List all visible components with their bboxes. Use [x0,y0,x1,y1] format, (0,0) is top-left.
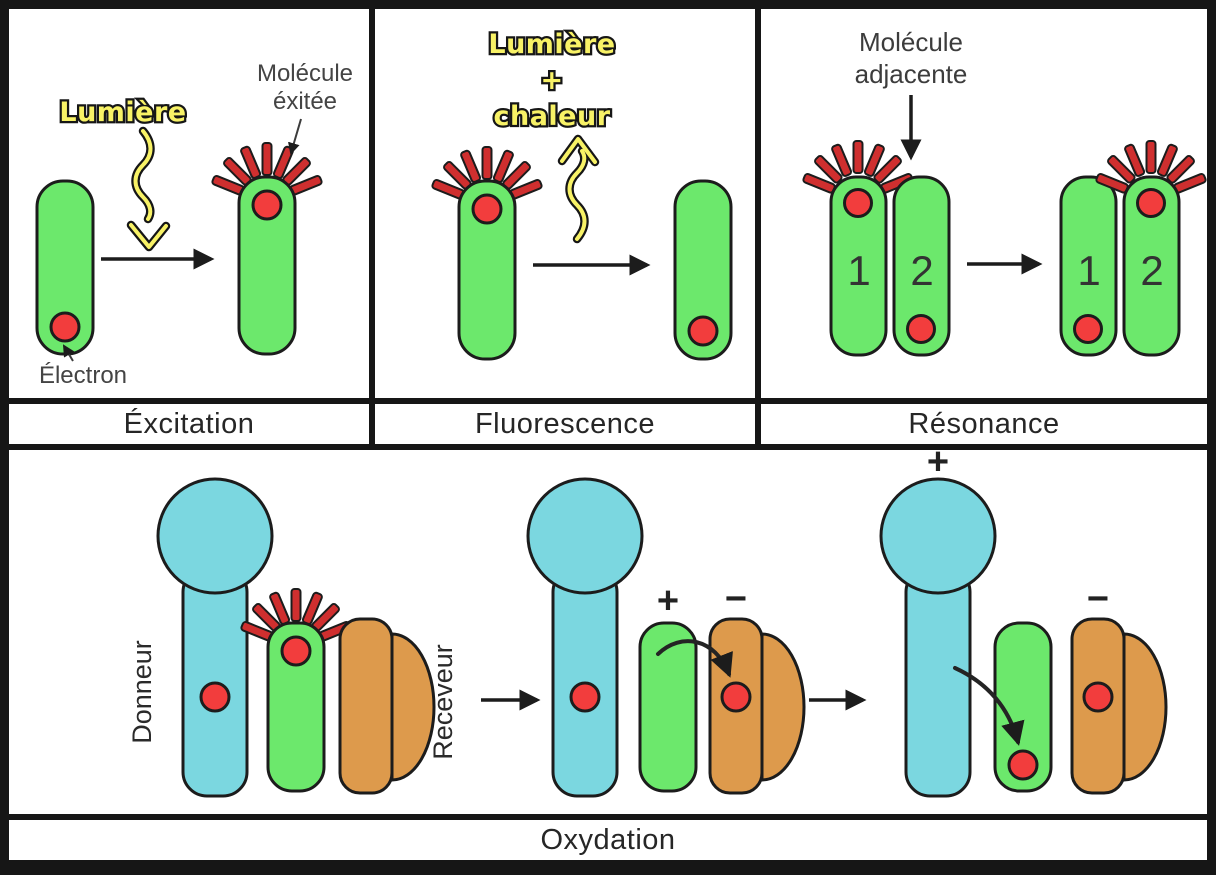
adjacent-label-line2: adjacente [855,59,968,89]
electron-transfer-arrow [656,639,733,678]
acceptor-label: Receveur [428,644,458,760]
electron-1-excited [843,188,873,218]
electron-excited [251,189,283,221]
donor-head [879,477,997,595]
molecule-ground [673,179,733,361]
mediator-molecule [638,621,698,793]
excitation-drawing: Électron Lumière Molécule éxitée [35,60,353,389]
donor-electron [569,681,601,713]
panel-resonance: Molécule adjacente 1 2 1 [755,9,1207,444]
caption-resonance: Résonance [761,398,1207,444]
molecule-2-ground [892,175,951,357]
electron-2-excited [1136,188,1166,218]
acceptor-electron [720,681,752,713]
fluorescence-drawing: Lumière + chaleur [430,27,733,361]
panel-fluorescence: Lumière + chaleur Fluorescence [369,9,755,444]
molecule-1-ground [1059,175,1118,357]
light-label: Lumière [59,97,186,128]
oxydation-stage-3: + − [879,450,1168,798]
caption-excitation: Éxcitation [9,398,369,444]
donor-label: Donneur [127,640,157,744]
molecule-2-number: 2 [1140,247,1163,294]
oxydation-stage-1: Donneur Receveur [127,477,458,798]
electron-ground [687,315,719,347]
molecule-1-excited [829,175,888,357]
electron-ground [49,311,81,343]
acceptor-minus-sign: − [1087,578,1109,620]
excited-molecule-label-line2: éxitée [273,88,337,115]
molecule-1-number: 1 [1077,247,1100,294]
acceptor-bar [338,617,394,795]
electron-transfer-arrow [953,666,1025,746]
donor-head [526,477,644,595]
adjacent-label-line1: Molécule [859,27,963,57]
molecule-2-excited [1122,175,1181,357]
oxydation-art: Donneur Receveur + [9,450,1207,814]
electron-2-ground [906,314,936,344]
acceptor-electron [1082,681,1114,713]
panel-excitation: Électron Lumière Molécule éxitée Éxcit [9,9,369,444]
excited-molecule-label-line1: Molécule [257,60,353,87]
emission-label-line1: Lumière [488,29,615,60]
mediator-electron-excited [280,635,312,667]
mediator-molecule [266,621,326,793]
molecule-excited [457,179,517,361]
resonance-drawing: Molécule adjacente 1 2 1 [801,27,1207,357]
mediator-electron-ground [1007,749,1039,781]
oxydation-drawing: Donneur Receveur + [127,450,1168,798]
donor-plus-sign: + [927,450,949,483]
molecule-1-number: 1 [847,247,870,294]
mediator-molecule [993,621,1053,793]
mediator-plus-sign: + [657,580,679,622]
electron-excited [471,193,503,225]
oxydation-stage-2: + − [526,477,806,798]
donor-stem [904,566,972,798]
electron-1-ground [1073,314,1103,344]
molecule-2-number: 2 [910,247,933,294]
electron-label: Électron [39,362,127,389]
acceptor-bulge [1122,632,1168,782]
caption-fluorescence: Fluorescence [375,398,755,444]
molecule-excited [237,175,297,356]
acceptor-bulge [390,632,436,782]
excited-pointer-arrow [288,118,302,155]
electron-pointer-arrow [62,344,75,362]
emission-label-line3: chaleur [493,101,610,132]
caption-oxydation: Oxydation [9,814,1207,860]
photon-arrow [560,137,597,241]
resonance-art: Molécule adjacente 1 2 1 [761,9,1207,398]
acceptor-minus-sign: − [725,578,747,620]
donor-head [156,477,274,595]
photon-arrow [129,129,168,249]
donor-electron [199,681,231,713]
panel-oxydation: Donneur Receveur + [9,450,1207,860]
acceptor-bulge [760,632,806,782]
emission-label-line2: + [540,65,563,96]
top-row: Électron Lumière Molécule éxitée Éxcit [9,9,1207,450]
fluorescence-art: Lumière + chaleur [375,9,755,398]
excitation-art: Électron Lumière Molécule éxitée [9,9,369,398]
